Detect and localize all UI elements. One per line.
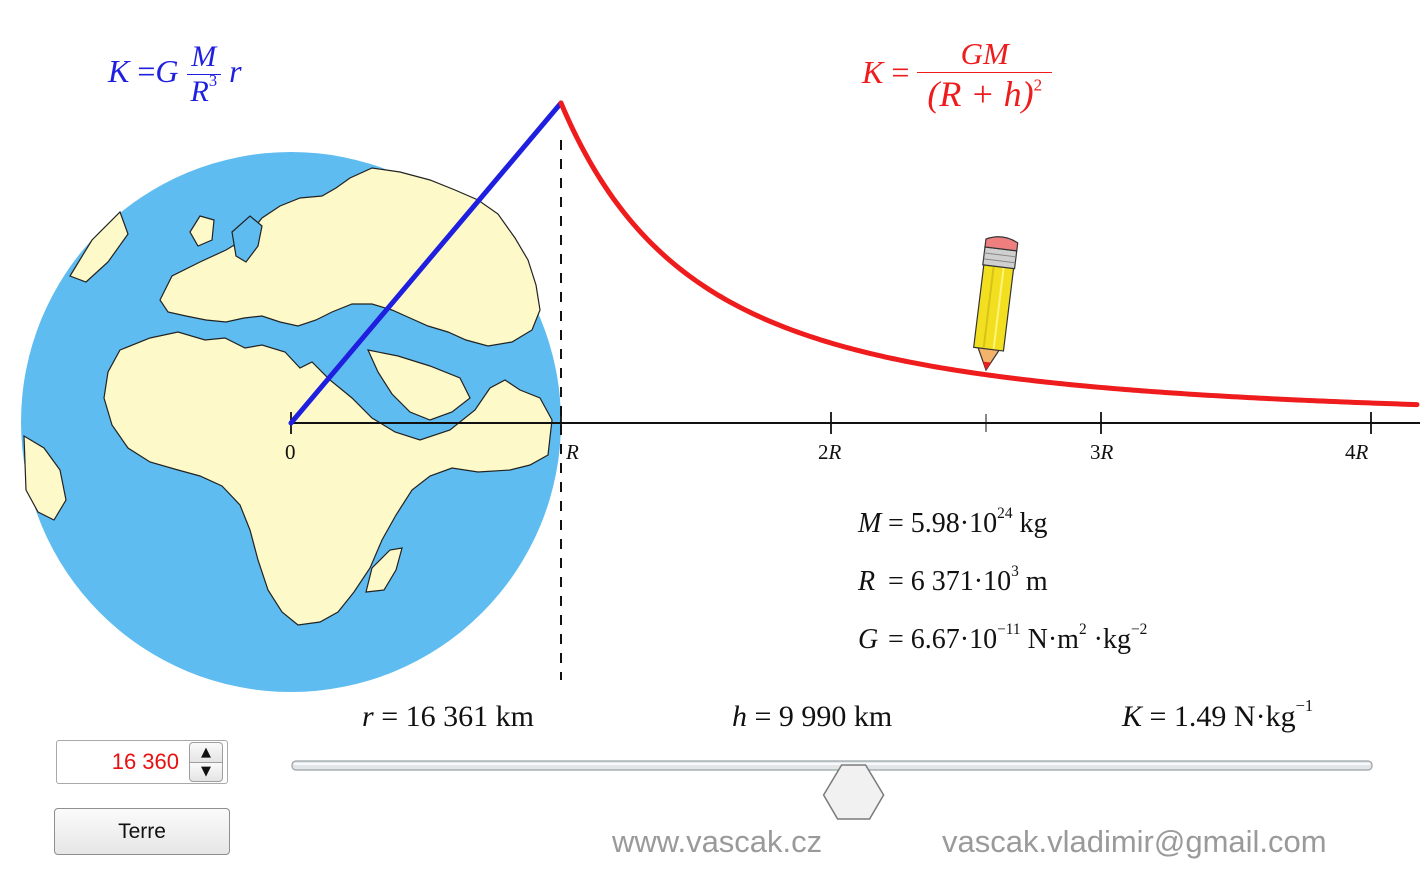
readout-field-K: K = 1.49 N·kg−1 bbox=[1122, 697, 1313, 734]
readout-r-symbol: r bbox=[362, 700, 374, 733]
inside-formula-denominator: R3 bbox=[186, 71, 222, 109]
land-americas-edge bbox=[23, 434, 67, 521]
tick-label-R: R bbox=[566, 440, 579, 465]
footer-email: vascak.vladimir@gmail.com bbox=[942, 824, 1327, 859]
land-scandinavia bbox=[231, 215, 263, 263]
constant-gravitational-symbol: G bbox=[858, 624, 879, 655]
land-main bbox=[103, 331, 553, 626]
terre-button[interactable]: Terre bbox=[54, 808, 230, 855]
inside-formula-den-exp: 3 bbox=[208, 71, 218, 91]
constant-radius-value: = 6 371·10 bbox=[888, 566, 1012, 597]
constant-radius-unit: m bbox=[1018, 566, 1048, 597]
tick-label-R-sym: R bbox=[566, 440, 579, 464]
inside-formula-numerator: M bbox=[191, 40, 217, 73]
outside-formula-den-exp: 2 bbox=[1033, 75, 1043, 95]
outside-formula: K = GM (R + h)2 bbox=[862, 36, 1053, 115]
readout-altitude-h: h = 9 990 km bbox=[732, 700, 892, 734]
readout-K-exp: −1 bbox=[1295, 696, 1314, 716]
slider-thumb-icon[interactable] bbox=[822, 764, 885, 820]
readout-h-value: = 9 990 km bbox=[747, 700, 893, 733]
slider-track[interactable] bbox=[291, 760, 1373, 771]
outside-formula-lhs: K bbox=[862, 53, 884, 90]
inside-formula: K =G M R3 r bbox=[108, 40, 242, 109]
tick-label-4R-sym: R bbox=[1355, 440, 1369, 464]
pencil-icon[interactable] bbox=[970, 235, 1019, 372]
inside-field-line bbox=[288, 100, 564, 426]
readout-r-value: = 16 361 km bbox=[373, 700, 534, 733]
tick-label-4R-num: 4 bbox=[1345, 440, 1356, 464]
constant-gravitational-value: = 6.67·10 bbox=[888, 624, 998, 655]
tick-label-2R: 2R bbox=[818, 440, 841, 465]
stepper-down-button[interactable]: ▼ bbox=[189, 761, 223, 782]
outside-formula-denominator: (R + h)2 bbox=[917, 72, 1053, 115]
readout-h-symbol: h bbox=[732, 700, 747, 733]
tick-label-2R-sym: R bbox=[828, 440, 842, 464]
distance-input[interactable] bbox=[57, 742, 185, 782]
constant-gravitational-unit2-exp: −2 bbox=[1130, 621, 1148, 639]
outside-formula-eq: = bbox=[891, 53, 910, 90]
constant-gravitational-unit-exp: 2 bbox=[1078, 621, 1087, 639]
tick-label-0: 0 bbox=[285, 440, 296, 464]
constant-mass-exp: 24 bbox=[997, 505, 1013, 523]
readout-K-value: = 1.49 N·kg bbox=[1142, 700, 1296, 733]
land-europe bbox=[159, 167, 541, 347]
outside-formula-fraction: GM (R + h)2 bbox=[917, 36, 1053, 115]
constant-radius: R = 6 371·103 m bbox=[858, 563, 1048, 598]
constant-mass-value: = 5.98·10 bbox=[888, 508, 998, 539]
outside-formula-den-base: (R + h) bbox=[927, 74, 1034, 114]
inside-formula-eq: = bbox=[137, 52, 156, 89]
constant-mass-unit: kg bbox=[1012, 508, 1048, 539]
tick-label-4R: 4R bbox=[1345, 440, 1368, 465]
constant-gravitational-unit: N·m bbox=[1020, 624, 1079, 655]
constant-mass: M= 5.98·1024 kg bbox=[858, 505, 1048, 540]
inside-formula-tail: r bbox=[229, 52, 242, 89]
inside-formula-lhs: K bbox=[108, 52, 130, 89]
inside-formula-den-base: R bbox=[190, 75, 209, 108]
inside-formula-g: G bbox=[155, 52, 179, 89]
constant-radius-exp: 3 bbox=[1011, 563, 1019, 581]
constant-gravitational-exp: −11 bbox=[997, 621, 1021, 639]
constant-gravitational: G = 6.67·10−11 N·m2 ·kg−2 bbox=[858, 621, 1148, 656]
footer-website: www.vascak.cz bbox=[612, 824, 823, 859]
outside-field-curve bbox=[558, 100, 1420, 408]
tick-label-3R-num: 3 bbox=[1090, 440, 1101, 464]
constant-radius-symbol: R bbox=[858, 566, 876, 597]
readout-distance-r: r = 16 361 km bbox=[362, 700, 534, 734]
land-greenland-edge bbox=[69, 210, 129, 283]
constant-gravitational-unit2: ·kg bbox=[1086, 624, 1131, 655]
land-arabia bbox=[366, 349, 471, 421]
readout-K-symbol: K bbox=[1122, 700, 1143, 733]
stepper-spin: ▲ ▼ bbox=[189, 742, 223, 782]
land-britain bbox=[189, 215, 215, 247]
land-madagascar bbox=[365, 547, 403, 593]
constant-mass-symbol: M bbox=[858, 508, 882, 539]
outside-formula-numerator: GM bbox=[960, 36, 1009, 71]
distance-stepper[interactable]: ▲ ▼ bbox=[56, 740, 228, 784]
tick-label-3R: 3R bbox=[1090, 440, 1113, 465]
distance-slider[interactable] bbox=[291, 760, 1373, 820]
tick-label-2R-num: 2 bbox=[818, 440, 829, 464]
tick-label-3R-sym: R bbox=[1100, 440, 1114, 464]
stepper-up-button[interactable]: ▲ bbox=[189, 742, 223, 762]
inside-formula-fraction: M R3 bbox=[186, 40, 222, 109]
